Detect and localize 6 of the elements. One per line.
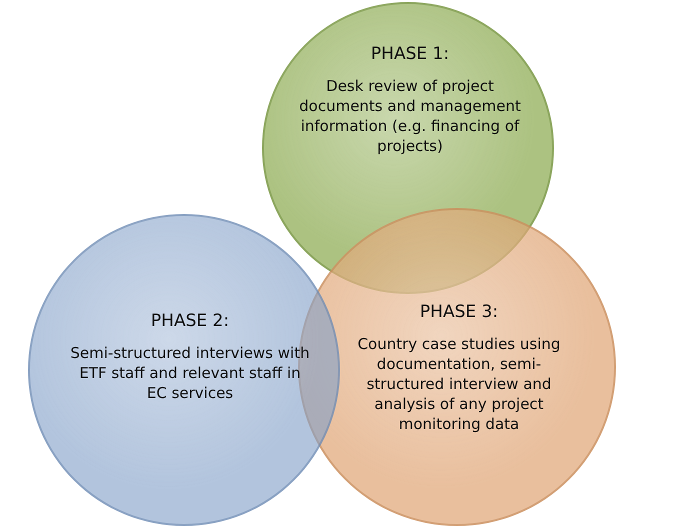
phase-description: Country case studies using documentation, semi-structured interview and analysis of any project monitoring data	[356, 334, 562, 434]
phase-description: Semi-structured interviews with ETF staff and relevant staff in EC services	[70, 343, 310, 403]
phase-heading: PHASE 1:	[370, 44, 450, 64]
phase-heading: PHASE 3:	[420, 302, 498, 322]
phase-description: Desk review of project documents and management information (e.g. financing of projects)	[298, 76, 522, 156]
phase-heading: PHASE 2:	[150, 311, 230, 331]
